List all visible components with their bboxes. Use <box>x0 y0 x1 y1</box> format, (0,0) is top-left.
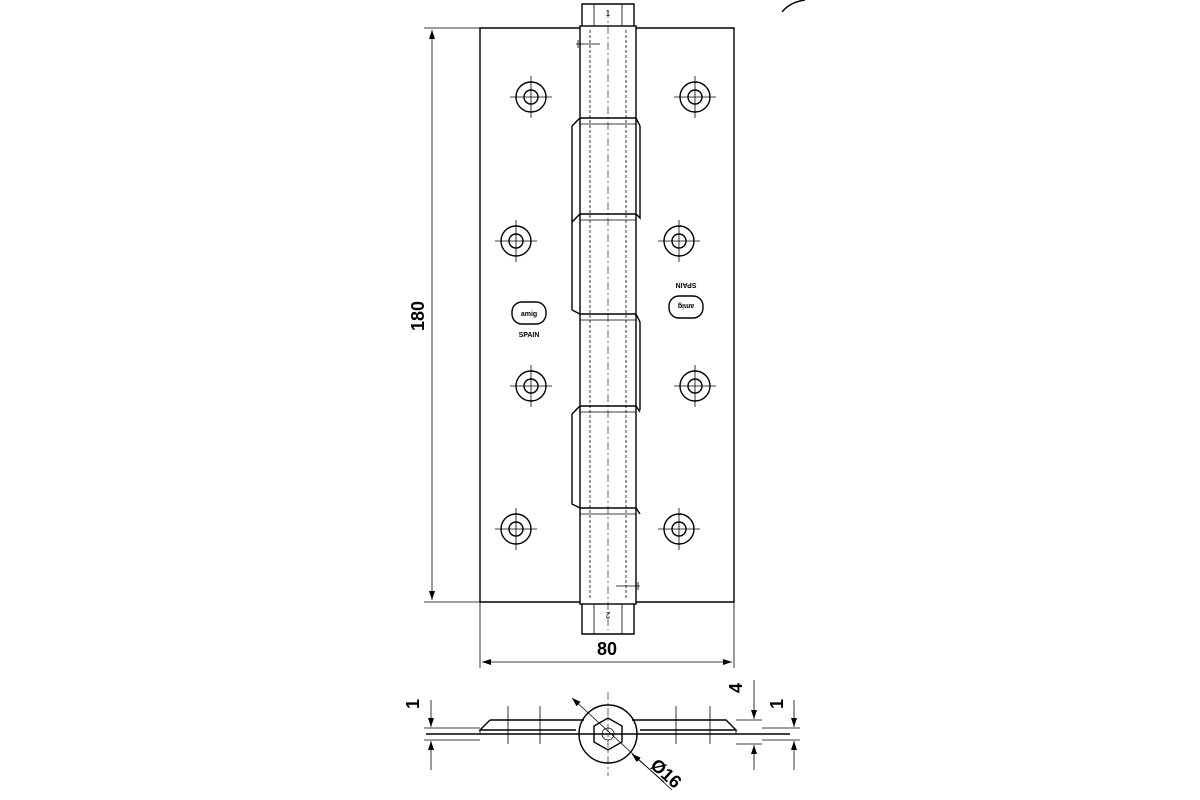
thickness-left-label: 1 <box>403 699 423 709</box>
knuckles <box>571 117 641 515</box>
origin-text-left: SPAIN <box>519 332 540 339</box>
pin-bottom-number: 2 <box>605 610 610 619</box>
screw-holes <box>495 76 716 550</box>
width-label: 80 <box>597 639 617 659</box>
offset-label: 4 <box>726 683 746 693</box>
height-dimension: 180 <box>408 27 480 603</box>
screw-hole-left-2 <box>495 220 537 262</box>
hex-socket <box>593 717 623 751</box>
screw-hole-left-3 <box>510 365 552 407</box>
pin-head-bottom <box>581 604 635 635</box>
pin-diameter-label: Ø16 <box>647 755 686 793</box>
thickness-left-dimension: 1 <box>403 699 480 770</box>
partial-arc <box>781 0 806 13</box>
end-view <box>426 692 790 776</box>
front-view: 1 2 <box>479 3 735 635</box>
svg-text:amig: amig <box>521 311 537 318</box>
screw-hole-right-2 <box>658 220 700 262</box>
origin-text-right: SPAIN <box>676 281 697 288</box>
screw-hole-right-4 <box>658 508 700 550</box>
right-leaf <box>636 27 735 603</box>
logo-right: amig SPAIN <box>668 281 704 319</box>
left-leaf <box>479 27 580 603</box>
height-label: 180 <box>408 301 428 331</box>
offset-dimension: 4 <box>726 680 762 770</box>
pin-top-number: 1 <box>606 9 611 18</box>
screw-hole-left-1 <box>510 76 552 118</box>
svg-text:amig: amig <box>678 302 694 309</box>
screw-hole-right-1 <box>674 76 716 118</box>
width-dimension: 80 <box>479 602 735 668</box>
pin-head-top <box>581 3 635 26</box>
screw-hole-right-3 <box>674 365 716 407</box>
screw-hole-left-4 <box>495 508 537 550</box>
thickness-right-dimension: 1 <box>762 699 800 770</box>
logo-left: amig SPAIN <box>511 301 547 339</box>
thickness-right-label: 1 <box>767 699 787 709</box>
